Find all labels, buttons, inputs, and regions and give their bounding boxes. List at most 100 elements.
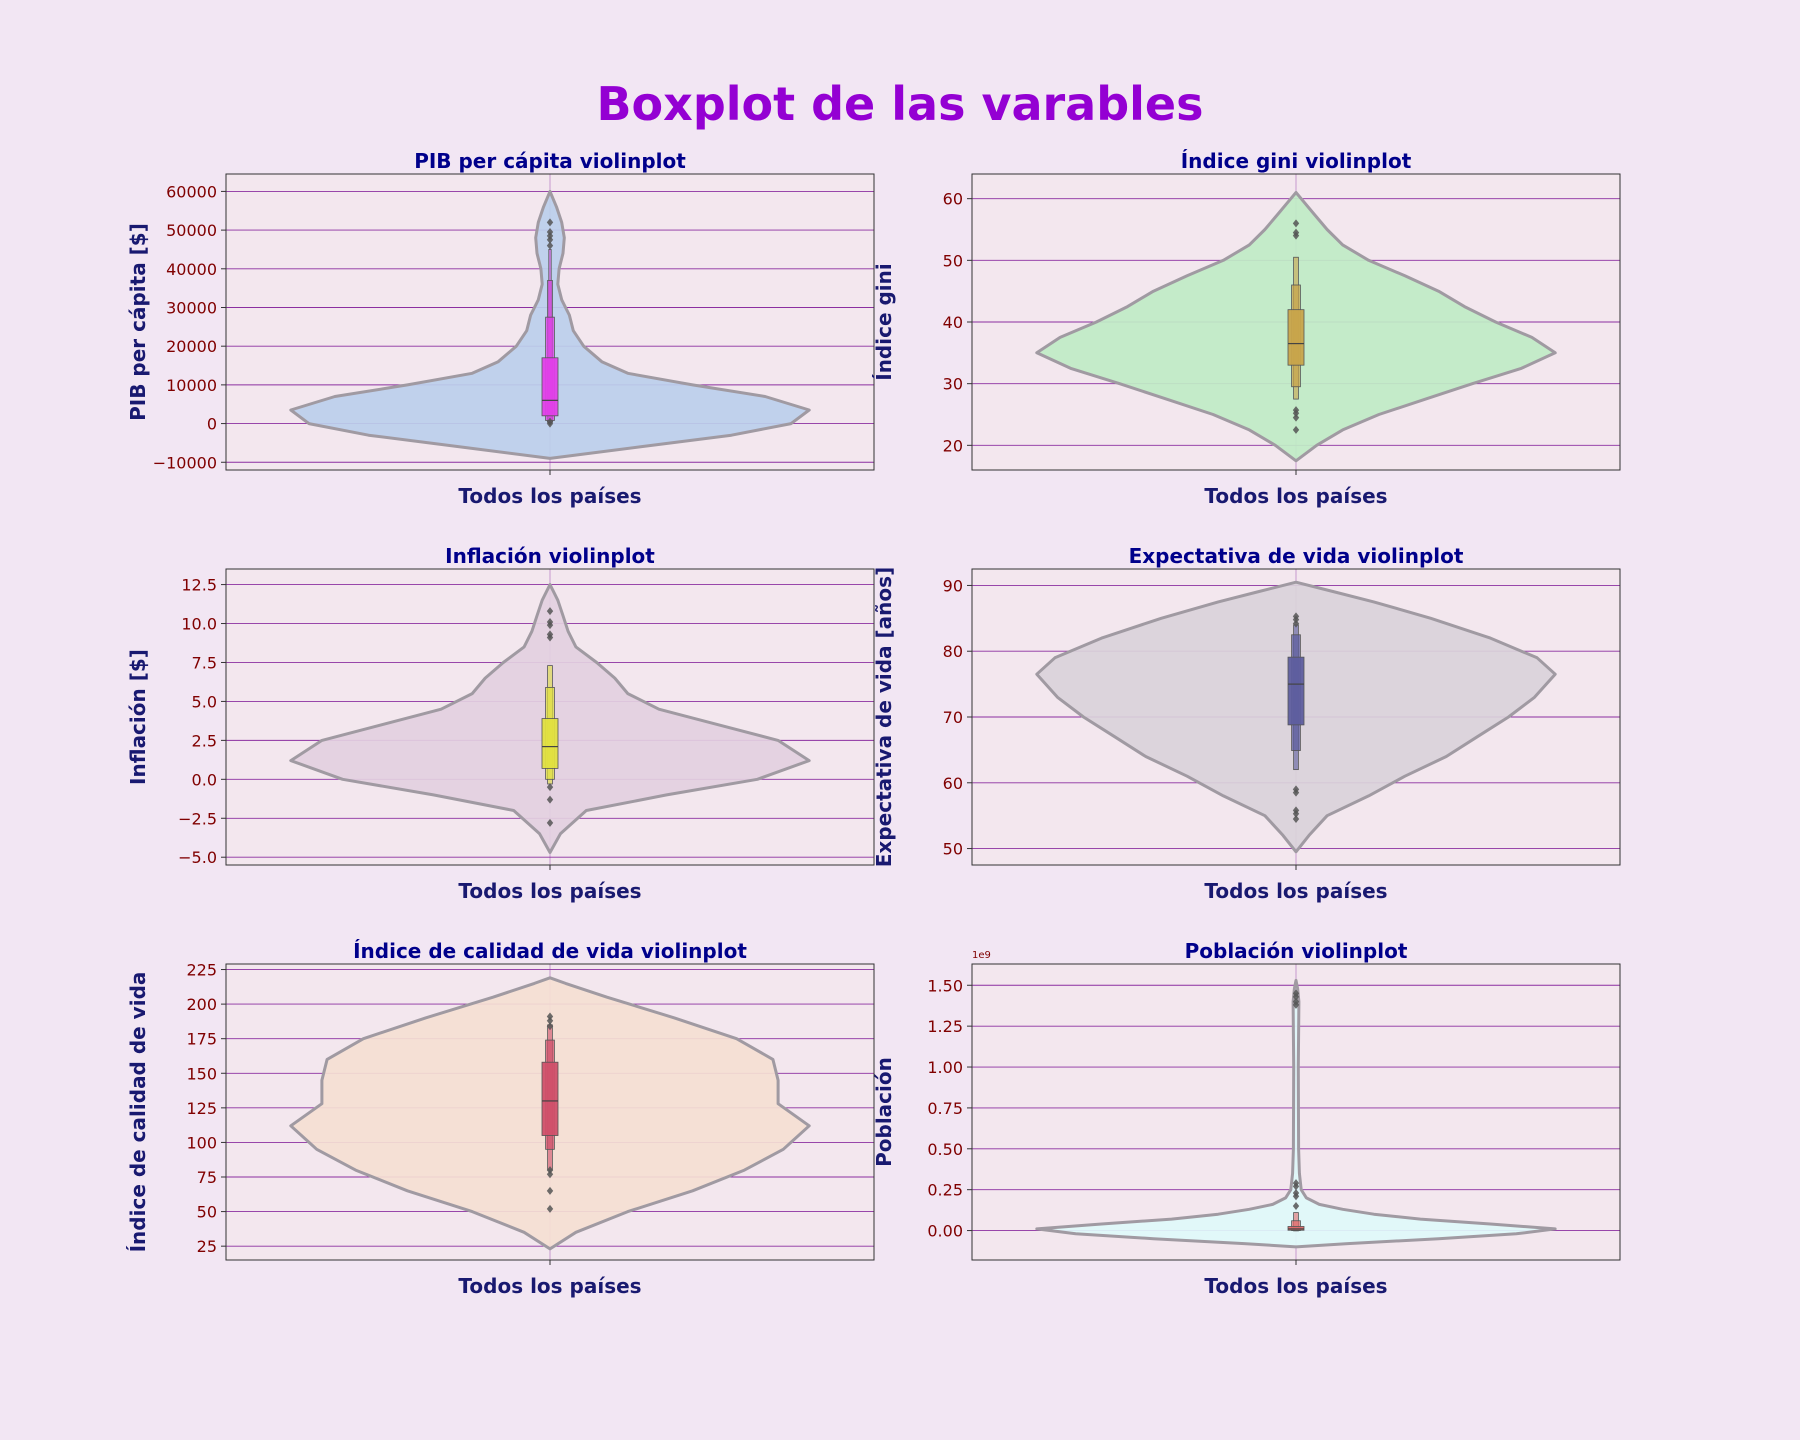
outlier-point [1292, 406, 1300, 415]
outlier-point [546, 241, 554, 250]
outlier-point [1292, 785, 1300, 794]
y-axis-label: Población [872, 1057, 896, 1167]
y-tick-label: 10.0 [181, 615, 217, 634]
y-axis-label: PIB per cápita [$] [126, 223, 150, 421]
plot-frame [971, 568, 1621, 866]
panel-title: Índice de calidad de vida violinplot [353, 939, 747, 963]
y-tick-label: 60 [943, 190, 963, 209]
y-tick-label: −5.0 [178, 848, 217, 867]
outlier-point [1292, 228, 1300, 237]
plot-frame [225, 568, 875, 866]
plot-frame [225, 173, 875, 471]
y-tick-label: 20 [943, 436, 963, 455]
outlier-point [546, 417, 554, 426]
y-tick-label: 125 [186, 1099, 217, 1118]
y-tick-label: 100 [186, 1133, 217, 1152]
outlier-point [546, 1204, 554, 1213]
plot-frame [971, 173, 1621, 471]
y-tick-label: 1.50 [927, 976, 963, 995]
boxen-box [541, 1061, 559, 1136]
chart-panels: −100000100002000030000400005000060000PIB… [126, 149, 1621, 1298]
outlier-point [546, 218, 554, 227]
plot-frame [971, 963, 1621, 1261]
y-tick-label: 7.5 [192, 653, 217, 672]
figure-title: Boxplot de las varables [596, 77, 1203, 131]
y-tick-label: 0.0 [192, 770, 217, 789]
outlier-point [1292, 413, 1300, 422]
x-axis-label: Todos los países [1204, 1274, 1387, 1298]
y-tick-label: 0.25 [927, 1181, 963, 1200]
outlier-point [546, 795, 554, 804]
outlier-point [546, 783, 554, 792]
outlier-point [546, 617, 554, 626]
y-tick-label: 5.0 [192, 692, 217, 711]
y-tick-label: 60000 [166, 182, 217, 201]
outlier-point [546, 228, 554, 237]
y-tick-label: 30 [943, 375, 963, 394]
y-tick-label: 225 [186, 961, 217, 980]
panel-title: Expectativa de vida violinplot [1129, 544, 1464, 568]
y-tick-label: 80 [943, 642, 963, 661]
x-axis-label: Todos los países [458, 1274, 641, 1298]
outlier-point [1292, 1188, 1300, 1197]
outlier-point [1292, 1202, 1300, 1211]
y-tick-label: 50 [197, 1203, 217, 1222]
boxen-box [541, 357, 559, 417]
y-tick-label: 20000 [166, 337, 217, 356]
violin-body [1035, 978, 1557, 1249]
y-axis-label: Expectativa de vida [años] [872, 567, 896, 867]
axis-offset-label: 1e9 [972, 950, 991, 961]
outlier-point [546, 607, 554, 616]
y-tick-label: 0 [207, 415, 217, 434]
boxen-box [1287, 309, 1305, 366]
outlier-point [1292, 1179, 1300, 1188]
panel-title: PIB per cápita violinplot [414, 149, 686, 173]
outlier-point [546, 1022, 554, 1031]
outlier-point [1292, 612, 1300, 621]
y-tick-label: 75 [197, 1168, 217, 1187]
x-axis-label: Todos los países [458, 484, 641, 508]
panel-title: Población violinplot [1185, 939, 1408, 963]
outlier-point [546, 1166, 554, 1175]
x-axis-label: Todos los países [1204, 484, 1387, 508]
y-tick-label: 90 [943, 576, 963, 595]
y-tick-label: 175 [186, 1030, 217, 1049]
panel-title: Inflación violinplot [445, 544, 655, 568]
y-axis-label: Índice de calidad de vida [126, 972, 150, 1253]
y-tick-label: 0.50 [927, 1140, 963, 1159]
chart-panel-1: −100000100002000030000400005000060000PIB… [126, 149, 875, 508]
y-axis-label: Índice gini [872, 263, 896, 381]
y-tick-label: 200 [186, 995, 217, 1014]
y-tick-label: 150 [186, 1064, 217, 1083]
y-tick-label: 0.00 [927, 1222, 963, 1241]
y-tick-label: 1.25 [927, 1017, 963, 1036]
outlier-point [546, 1186, 554, 1195]
outlier-point [1292, 806, 1300, 815]
boxen-box [1287, 656, 1305, 726]
y-tick-label: 12.5 [181, 576, 217, 595]
y-tick-label: 2.5 [192, 731, 217, 750]
outlier-point [1292, 425, 1300, 434]
boxen-box [541, 718, 559, 769]
outlier-point [1292, 997, 1300, 1006]
outlier-point [546, 818, 554, 827]
y-tick-label: 10000 [166, 376, 217, 395]
outlier-point [546, 1170, 554, 1179]
outlier-point [546, 1016, 554, 1025]
outlier-point [546, 1012, 554, 1021]
y-tick-label: −2.5 [178, 809, 217, 828]
y-tick-label: 25 [197, 1237, 217, 1256]
outlier-point [1292, 219, 1300, 228]
panel-title: Índice gini violinplot [1181, 149, 1412, 173]
y-tick-label: 50 [943, 840, 963, 859]
y-tick-label: 0.75 [927, 1099, 963, 1118]
y-tick-label: 50000 [166, 221, 217, 240]
y-tick-label: 40 [943, 313, 963, 332]
y-tick-label: 70 [943, 708, 963, 727]
outlier-point [546, 630, 554, 639]
